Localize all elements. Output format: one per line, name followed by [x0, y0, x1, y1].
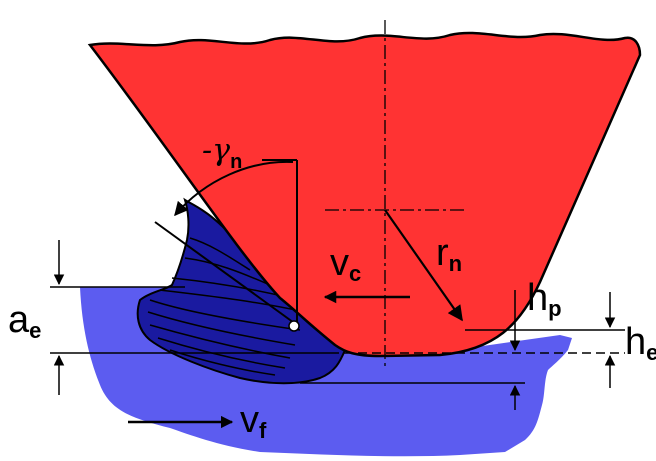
hp-label: hp: [527, 277, 562, 321]
chip-lamellae: [147, 237, 306, 376]
gamma-label: -γn: [202, 133, 242, 173]
rn-label: rn: [436, 232, 462, 276]
ae-label: ae: [8, 299, 41, 343]
vf-label: vf: [240, 399, 267, 443]
gamma-arc: [174, 160, 294, 217]
rake-face-line: [154, 221, 298, 326]
radius-arrow: [384, 209, 463, 322]
cutting-point: [288, 320, 300, 332]
vc-label: vc: [330, 242, 361, 286]
cutting-tool: [87, 31, 642, 358]
he-label: he: [625, 321, 656, 365]
